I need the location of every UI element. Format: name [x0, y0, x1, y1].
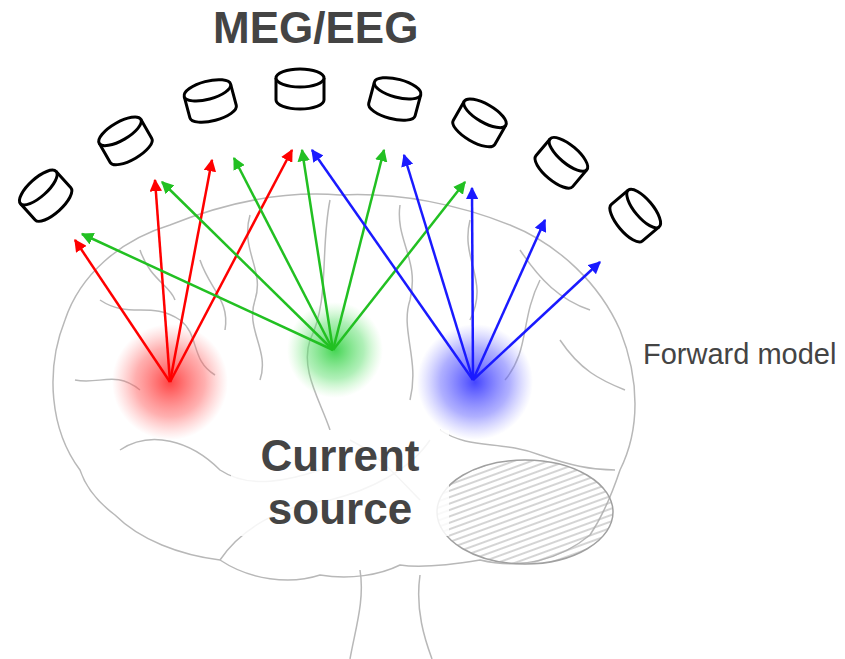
sensor-top	[14, 165, 62, 210]
sensor-top	[621, 184, 666, 232]
sensor-cylinder	[604, 184, 665, 246]
sensor-top	[372, 73, 423, 103]
brainstem	[350, 570, 432, 659]
sensor-cylinder	[530, 132, 592, 193]
sensor-cylinder	[449, 94, 511, 153]
brain-outline	[53, 194, 635, 580]
green-arrows	[82, 150, 465, 350]
sensor-top	[95, 112, 146, 152]
diagram-title: MEG/EEG	[213, 6, 418, 50]
sensor-cylinder	[182, 75, 239, 126]
sensor-cylinder	[276, 69, 324, 109]
red-arrows	[75, 150, 292, 382]
sensor-cylinder	[366, 73, 423, 124]
sensor-array	[14, 69, 666, 247]
sensor-top	[460, 94, 511, 134]
sensor-top	[182, 75, 233, 105]
cerebellum	[437, 460, 613, 564]
model-label: Forward model	[641, 340, 838, 369]
sensor-cylinder	[95, 112, 157, 171]
sensor-top	[544, 132, 592, 177]
source-label: Current source	[231, 430, 449, 536]
sensor-top	[276, 69, 324, 87]
sensor-cylinder	[14, 165, 76, 227]
green-source	[287, 302, 383, 398]
